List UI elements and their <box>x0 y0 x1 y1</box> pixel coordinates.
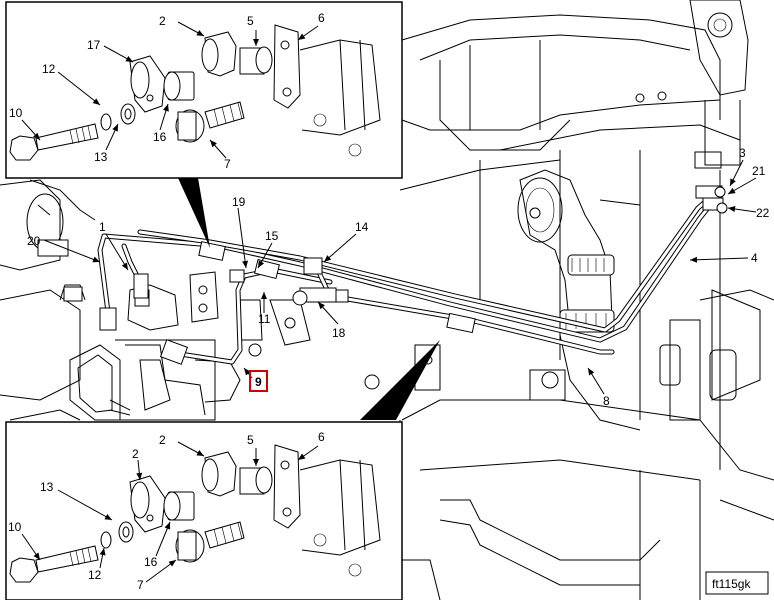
leader-arrowhead <box>168 560 176 567</box>
callout-label: 3 <box>739 146 746 160</box>
callout-label: 16 <box>144 555 158 569</box>
callout-label: 17 <box>87 38 101 52</box>
callout-label: 10 <box>9 106 23 120</box>
leader-line <box>689 257 749 261</box>
leader-arrowhead <box>258 260 265 268</box>
leader-arrowhead <box>298 33 306 40</box>
callout-label: 21 <box>752 164 766 178</box>
leader-line <box>323 233 357 263</box>
leader-arrowhead <box>298 453 306 460</box>
line-fittings <box>99 185 728 365</box>
leader-arrowhead <box>104 513 112 520</box>
fuel-lines <box>97 193 715 365</box>
callout-label: 13 <box>94 150 108 164</box>
leader-line <box>57 71 101 106</box>
leader-arrowhead <box>163 104 169 112</box>
callout-label: 16 <box>153 130 167 144</box>
callout-label: 10 <box>8 520 22 534</box>
detail-pointer-bottom <box>360 340 440 420</box>
callout-label: 2 <box>132 447 139 461</box>
callout-label: 12 <box>88 568 102 582</box>
leader-arrowhead <box>730 178 736 186</box>
callout-label: 2 <box>159 14 166 28</box>
callout-label: 5 <box>247 14 254 28</box>
callout-label: 8 <box>603 394 610 408</box>
leader-arrowhead <box>261 292 267 299</box>
leader-arrowhead <box>244 368 251 376</box>
callout-label: 18 <box>332 326 346 340</box>
leader-arrowhead <box>121 262 128 270</box>
callout-label: 19 <box>232 195 246 209</box>
detail-box-top <box>5 1 403 179</box>
leader-arrowhead <box>588 368 595 376</box>
callout-label: 11 <box>258 312 271 326</box>
leader-arrowhead <box>690 256 698 263</box>
callout-label: 5 <box>247 433 254 447</box>
leader-line <box>57 489 113 521</box>
callout-label: 20 <box>27 234 41 248</box>
detail-box-bottom <box>5 421 403 601</box>
callout-label: 12 <box>42 62 56 76</box>
callout-label: 7 <box>137 578 144 592</box>
callout-label: 6 <box>318 430 325 444</box>
leader-arrowhead <box>99 548 106 556</box>
callout-label: 13 <box>40 480 54 494</box>
figure-id: ft115gk <box>712 577 751 591</box>
leader-arrowhead <box>728 206 736 212</box>
leader-line <box>105 233 129 271</box>
detail-pointer-top <box>178 178 210 248</box>
callout-label: 4 <box>751 251 758 265</box>
callout-label: 15 <box>265 229 279 243</box>
leader-arrowhead <box>210 140 217 148</box>
highlighted-callout: 9 <box>255 375 262 389</box>
leader-line <box>43 239 101 263</box>
leader-arrowhead <box>728 187 736 194</box>
callout-label: 1 <box>99 220 106 234</box>
leader-arrowhead <box>196 30 204 36</box>
callout-label: 22 <box>756 206 770 220</box>
callout-label: 6 <box>318 11 325 25</box>
leader-arrowhead <box>242 260 249 268</box>
leader-arrowhead <box>112 124 118 132</box>
callout-labels: 2 5 6 17 12 10 13 16 7 1 20 19 15 14 11 … <box>8 11 770 592</box>
leader-line <box>237 207 247 269</box>
leader-arrowhead <box>196 450 204 456</box>
leader-arrowhead <box>136 472 143 480</box>
leader-arrowhead <box>92 98 100 105</box>
callout-label: 7 <box>224 157 231 171</box>
leader-arrowhead <box>33 132 40 140</box>
leader-arrowhead <box>164 522 171 530</box>
callout-leaders <box>21 21 757 583</box>
callout-label: 2 <box>159 433 166 447</box>
leader-arrowhead <box>318 302 325 310</box>
leader-arrowhead <box>253 459 259 466</box>
figure-id-box <box>705 571 769 595</box>
leader-arrowhead <box>92 256 100 263</box>
highlight-box <box>249 370 268 392</box>
leader-arrowhead <box>253 39 259 46</box>
leader-arrowhead <box>33 552 40 560</box>
callout-label: 14 <box>355 220 369 234</box>
leader-arrowhead <box>125 55 133 62</box>
leader-arrowhead <box>324 255 332 262</box>
